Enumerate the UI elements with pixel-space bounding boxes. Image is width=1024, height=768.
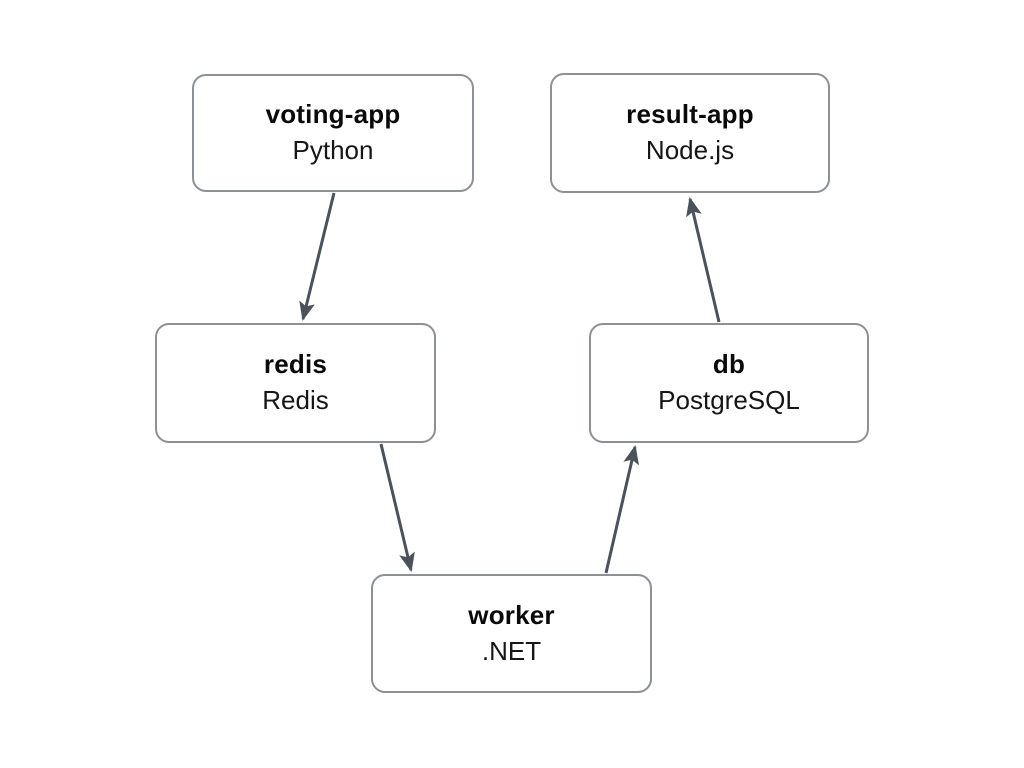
node-title: worker — [468, 599, 555, 630]
node-title: result-app — [626, 99, 754, 130]
node-subtitle: Python — [292, 135, 374, 165]
node-subtitle: PostgreSQL — [658, 385, 800, 415]
node-subtitle: Redis — [262, 385, 329, 415]
node-title: db — [712, 349, 746, 380]
node-subtitle: .NET — [481, 635, 542, 666]
edge-voting-app-to-redis — [299, 192, 336, 321]
edge-worker-to-db — [604, 445, 639, 574]
edge-redis-to-worker — [379, 443, 415, 572]
edge-db-to-result-app — [686, 197, 721, 323]
node-title: voting-app — [265, 99, 401, 130]
node-subtitle: Node.js — [645, 135, 735, 165]
node-worker: worker .NET — [371, 574, 652, 693]
node-title: redis — [263, 349, 328, 380]
